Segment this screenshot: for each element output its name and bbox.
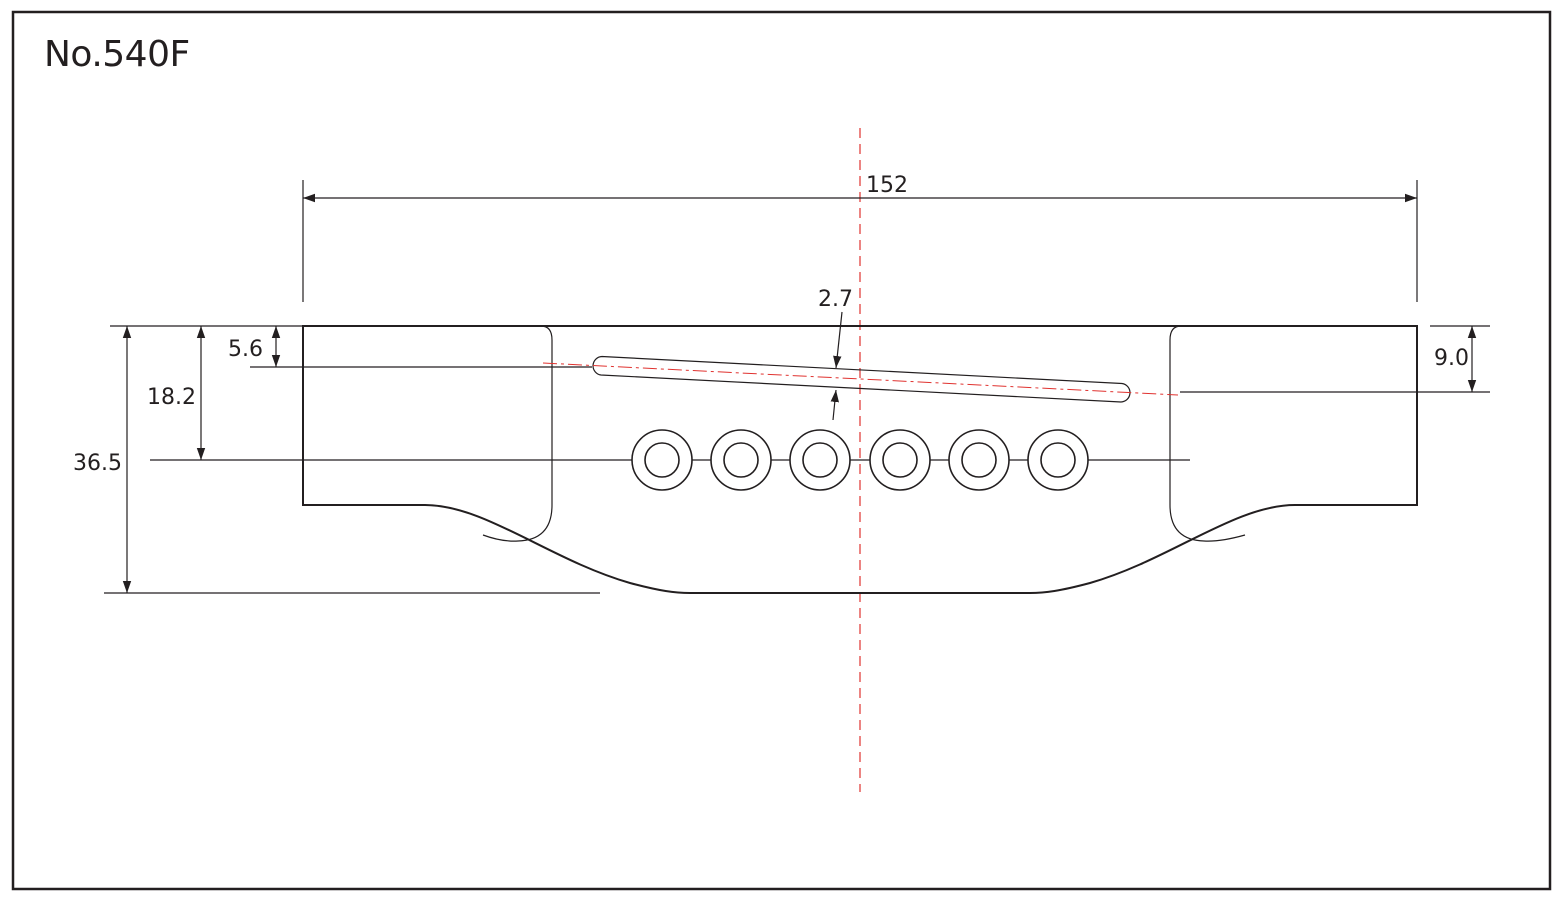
dim-overall-height: 36.5: [73, 326, 132, 593]
bridge-outline: [302, 325, 1418, 594]
pin-hole: [710, 429, 772, 491]
model-title: No.540F: [44, 34, 190, 75]
dim-label-slot-offset-right: 9.0: [1434, 346, 1469, 371]
pin-hole: [631, 429, 693, 491]
dim-overall-width: 152: [302, 173, 1418, 302]
saddle-slot-centerline: [542, 362, 1179, 396]
drawing-frame: [11, 10, 1552, 891]
pin-hole: [789, 429, 851, 491]
pin-hole: [948, 429, 1010, 491]
pin-hole: [1027, 429, 1089, 491]
bridge-pin-holes: [631, 429, 1089, 491]
dim-label-saddle-slot-width: 2.7: [818, 287, 853, 312]
dim-pin-row-offset: 18.2: [147, 326, 206, 460]
pin-hole-inner: [961, 442, 997, 478]
dim-slot-offset-top: 5.6: [228, 326, 281, 367]
pin-hole-inner: [1040, 442, 1076, 478]
pin-hole-inner: [882, 442, 918, 478]
dim-label-pin-row-offset: 18.2: [147, 385, 196, 410]
dim-saddle-slot-width: 2.7: [818, 287, 853, 421]
dim-label-overall-height: 36.5: [73, 451, 122, 476]
pin-hole-inner: [644, 442, 680, 478]
pin-hole-inner: [723, 442, 759, 478]
dim-slot-offset-right: 9.0: [1180, 325, 1490, 393]
pin-hole: [869, 429, 931, 491]
pin-hole-inner: [802, 442, 838, 478]
dim-label-slot-offset-top: 5.6: [228, 337, 263, 362]
dim-label-overall-width: 152: [866, 173, 908, 198]
saddle-slot: [542, 355, 1179, 403]
